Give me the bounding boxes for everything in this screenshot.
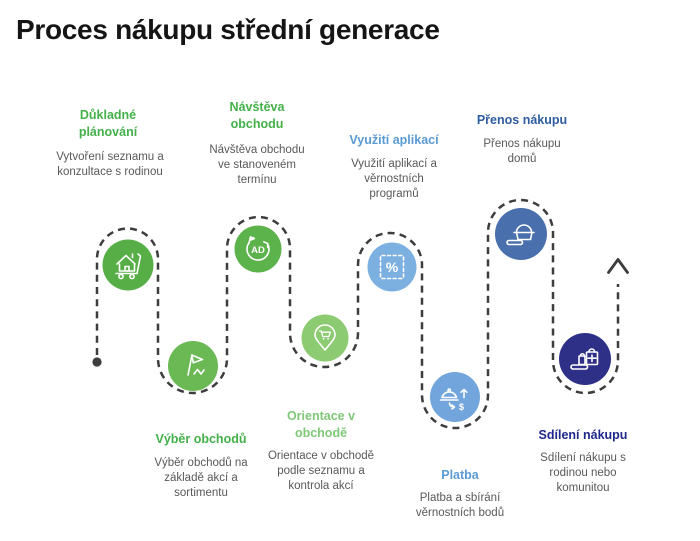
step-heading-planning: Důkladné plánování [78, 108, 138, 139]
node-transport [495, 208, 547, 260]
node-payment: $ [430, 372, 480, 422]
map-pin-cart-icon [314, 324, 336, 351]
step-desc-apps: Využití aplikací a věrnostních programů [351, 158, 437, 201]
pay-exchange-icon: $ [439, 388, 468, 412]
carry-basket-icon [506, 224, 535, 246]
page-title: Proces nákupu střední generace [16, 14, 440, 45]
node-planning [102, 239, 154, 291]
house-cart-icon [115, 253, 142, 280]
share-bag-icon [570, 348, 599, 370]
discount-coupon-icon: % [379, 254, 405, 280]
step-desc-payment: Platba a sbírání věrnostních bodů [415, 492, 505, 520]
node-apps: % [367, 242, 417, 292]
step-desc-store-visit: Návštěva obchodu ve stanoveném termínu [209, 144, 305, 187]
step-heading-transport: Přenos nákupu [476, 113, 568, 127]
step-heading-orientation: Orientace v obchodě [286, 409, 356, 440]
step-heading-store-visit: Návštěva obchodu [229, 100, 285, 131]
step-desc-store-choice: Výběr obchodů na základě akcí a sortimen… [154, 457, 248, 500]
node-orientation [301, 314, 349, 362]
step-desc-sharing: Sdílení nákupu s rodinou nebo komunitou [540, 452, 626, 495]
node-sharing [559, 333, 611, 385]
node-store-visit: AD [234, 225, 282, 273]
flag-path-icon [187, 354, 205, 376]
step-desc-planning: Vytvoření seznamu a konzultace s rodinou [56, 151, 164, 179]
node-store-choice [168, 341, 218, 391]
svg-text:AD: AD [251, 245, 265, 256]
start-dot [92, 357, 102, 367]
step-heading-apps: Využití aplikací [349, 133, 439, 147]
step-heading-sharing: Sdílení nákupu [538, 428, 628, 442]
ad-loop-icon: AD [246, 236, 270, 261]
step-desc-transport: Přenos nákupu domů [483, 138, 561, 166]
step-desc-orientation: Orientace v obchodě podle seznamu a kont… [267, 450, 375, 493]
up-arrow-icon [607, 258, 629, 274]
step-heading-payment: Platba [441, 468, 479, 482]
dashed-route-path [95, 198, 620, 430]
svg-text:%: % [386, 259, 399, 275]
step-heading-store-choice: Výběr obchodů [155, 432, 247, 446]
svg-text:$: $ [459, 402, 464, 412]
